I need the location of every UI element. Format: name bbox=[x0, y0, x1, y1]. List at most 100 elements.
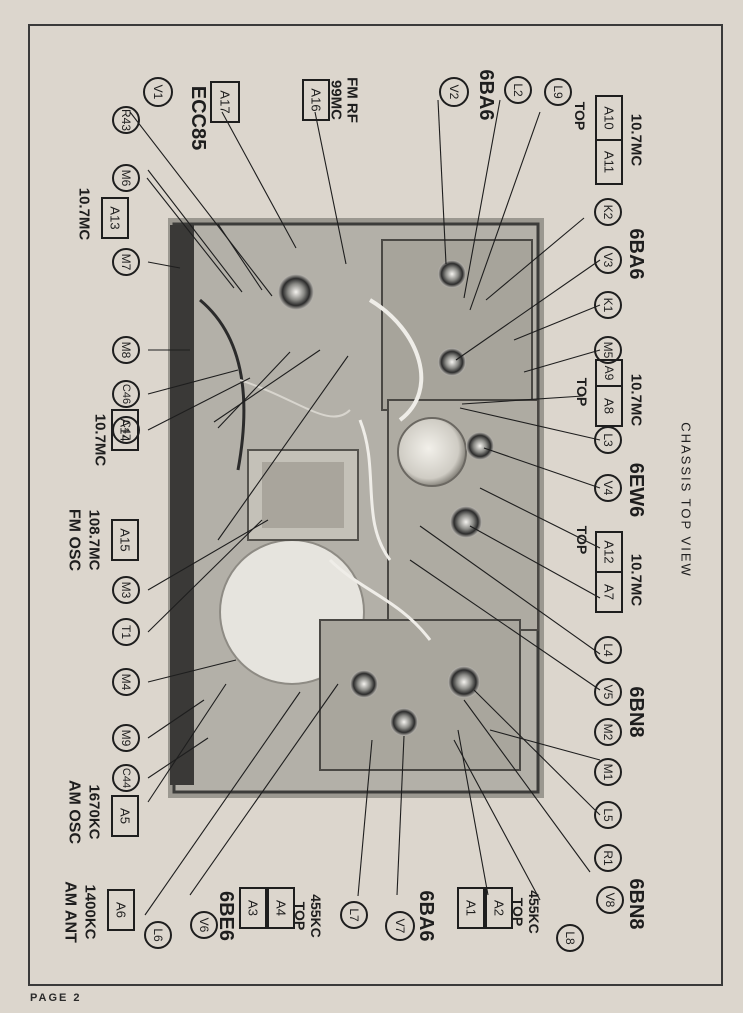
am-osc-text: AM OSC bbox=[66, 780, 83, 844]
a14-label: A14 bbox=[118, 418, 133, 441]
top-a11-text: TOP bbox=[572, 102, 588, 131]
a11-callout: A11 bbox=[595, 139, 623, 185]
t1-callout: T1 bbox=[112, 618, 140, 646]
mc107-a11-text: 10.7MC bbox=[628, 114, 645, 167]
tube-6ew6-text: 6EW6 bbox=[625, 463, 647, 517]
a3-callout: A3 bbox=[239, 887, 267, 929]
chassis-top-view-caption: CHASSIS TOP VIEW bbox=[679, 422, 694, 578]
a17-label: A17 bbox=[218, 90, 233, 113]
l7-callout: L7 bbox=[340, 901, 368, 929]
a7-label: A7 bbox=[602, 584, 617, 600]
l7-label: L7 bbox=[347, 908, 361, 922]
mc107-a13-text: 10.7MC bbox=[76, 188, 93, 241]
kc1670-text: 1670KC bbox=[86, 784, 103, 839]
l2-callout: L2 bbox=[504, 76, 532, 104]
m5-label: M5 bbox=[601, 342, 615, 359]
l5-callout: L5 bbox=[594, 801, 622, 829]
a4-callout: A4 bbox=[267, 887, 295, 929]
m4-label: M4 bbox=[119, 674, 133, 691]
mc107-a12-text: 10.7MC bbox=[628, 554, 645, 607]
a9-callout: A9 bbox=[595, 359, 623, 387]
page-number: PAGE 2 bbox=[30, 992, 82, 1004]
l8-label: L8 bbox=[563, 931, 577, 945]
m4-callout: M4 bbox=[112, 668, 140, 696]
m2-callout: M2 bbox=[594, 718, 622, 746]
a16-callout: A16 bbox=[302, 79, 330, 121]
a2-callout: A2 bbox=[485, 887, 513, 929]
v8-label: V8 bbox=[603, 893, 617, 908]
l8-callout: L8 bbox=[556, 924, 584, 952]
top-a9-text: TOP bbox=[574, 378, 590, 407]
tube-v8 bbox=[448, 666, 480, 698]
v5-callout: V5 bbox=[594, 678, 622, 706]
a12-callout: A12 bbox=[595, 531, 623, 573]
a3-label: A3 bbox=[246, 900, 261, 916]
k1-label: K1 bbox=[601, 298, 615, 313]
l6-callout: L6 bbox=[144, 921, 172, 949]
a8-callout: A8 bbox=[595, 385, 623, 427]
mc99-text: 99MC bbox=[328, 80, 345, 120]
m1-label: M1 bbox=[601, 764, 615, 781]
r43-label: R43 bbox=[119, 109, 133, 131]
m3-label: M3 bbox=[119, 582, 133, 599]
kc455-a4-text: 455KC bbox=[308, 894, 324, 938]
a13-callout: A13 bbox=[101, 197, 129, 239]
c46-callout: C46 bbox=[112, 380, 140, 408]
tube-v3 bbox=[438, 348, 466, 376]
v5-label: V5 bbox=[601, 685, 615, 700]
tube-6ba6-v2-text: 6BA6 bbox=[475, 69, 497, 120]
a15-label: A15 bbox=[118, 528, 133, 551]
tube-v1 bbox=[278, 274, 314, 310]
fm-osc-text: FM OSC bbox=[66, 509, 83, 572]
m3-callout: M3 bbox=[112, 576, 140, 604]
tube-v7 bbox=[390, 708, 418, 736]
m1-callout: M1 bbox=[594, 758, 622, 786]
m9-callout: M9 bbox=[112, 724, 140, 752]
top-a2-text: TOP bbox=[510, 898, 526, 927]
leader-lines bbox=[129, 99, 601, 916]
mc107-a14-text: 10.7MC bbox=[92, 414, 109, 467]
r1-callout: R1 bbox=[594, 844, 622, 872]
fm-rf-text: FM RF bbox=[344, 77, 361, 123]
a1-callout: A1 bbox=[457, 887, 485, 929]
v4-callout: V4 bbox=[594, 474, 622, 502]
a5-label: A5 bbox=[118, 808, 133, 824]
am-ant-text: AM ANT bbox=[62, 881, 79, 943]
c44-callout: C44 bbox=[112, 764, 140, 792]
tube-6be6-text: 6BE6 bbox=[215, 891, 237, 941]
a6-label: A6 bbox=[114, 902, 129, 918]
k2-callout: K2 bbox=[594, 198, 622, 226]
tube-v2 bbox=[438, 260, 466, 288]
v1-label: V1 bbox=[151, 85, 165, 100]
ecc85-text: ECC85 bbox=[187, 86, 209, 150]
a5-callout: A5 bbox=[111, 795, 139, 837]
mc107-a9-text: 10.7MC bbox=[628, 374, 645, 427]
if-can bbox=[397, 417, 467, 487]
a14-callout: A14 bbox=[111, 409, 139, 451]
l3-label: L3 bbox=[601, 433, 615, 447]
c44-label: C44 bbox=[120, 768, 132, 788]
m5-callout: M5 bbox=[594, 336, 622, 364]
a12-label: A12 bbox=[602, 540, 617, 563]
page-frame bbox=[28, 24, 723, 986]
v2-label: V2 bbox=[447, 85, 461, 100]
c46-label: C46 bbox=[120, 384, 132, 404]
m8-label: M8 bbox=[119, 342, 133, 359]
m9-label: M9 bbox=[119, 730, 133, 747]
a11-label: A11 bbox=[602, 151, 617, 173]
a8-label: A8 bbox=[602, 398, 617, 414]
v4-label: V4 bbox=[601, 481, 615, 496]
a2-label: A2 bbox=[492, 900, 507, 916]
l4-callout: L4 bbox=[594, 636, 622, 664]
v7-callout: V7 bbox=[385, 911, 415, 941]
l6-label: L6 bbox=[151, 928, 165, 942]
v1-callout: V1 bbox=[143, 77, 173, 107]
tube-v6 bbox=[350, 670, 378, 698]
v6-label: V6 bbox=[197, 918, 211, 933]
v8-callout: V8 bbox=[596, 886, 624, 914]
a6-callout: A6 bbox=[107, 889, 135, 931]
tube-6ba6-v3-text: 6BA6 bbox=[625, 228, 647, 279]
a17-callout: A17 bbox=[210, 81, 240, 123]
top-a12-text: TOP bbox=[574, 526, 590, 555]
